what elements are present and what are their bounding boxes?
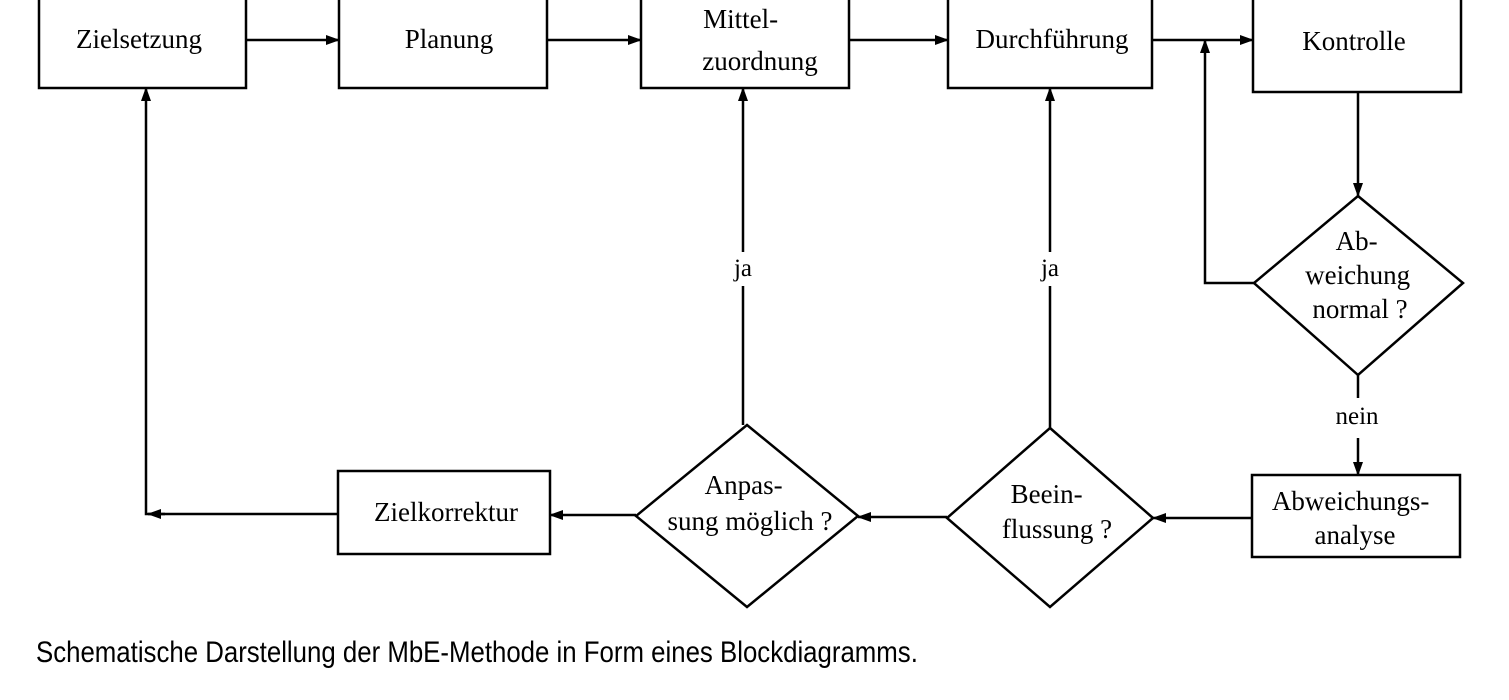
edge-label-nein: nein [1335, 403, 1379, 430]
mbe-block-diagram: Zielsetzung Planung Mittel- zuordnung Du… [37, 0, 1465, 609]
edge-label-ja-beeinflussung: ja [1040, 255, 1059, 282]
abweichung-normal-label: Ab- weichung normal ? [1305, 226, 1417, 324]
anpassung-diamond [634, 423, 860, 609]
edge-zielkorrektur-zielsetzung [141, 87, 338, 516]
beeinflussung-diamond [945, 426, 1155, 609]
planung-label: Planung [405, 24, 494, 54]
kontrolle-label: Kontrolle [1302, 26, 1405, 56]
edge-abweichung-normal-loop [1200, 39, 1254, 285]
abweichungsanalyse-label: Abweichungs- analyse [1272, 486, 1436, 550]
zielkorrektur-label: Zielkorrektur [374, 497, 518, 527]
edge-label-ja-anpassung: ja [733, 255, 752, 282]
mittelzuordnung-label: Mittel- zuordnung [702, 4, 817, 76]
durchfuehrung-label: Durchführung [976, 24, 1129, 54]
anpassung-label: Anpas- sung möglich ? [668, 470, 833, 536]
figure-caption: Schematische Darstellung der MbE-Methode… [36, 636, 918, 669]
beeinflussung-label: Beein- flussung ? [1002, 479, 1112, 544]
zielsetzung-label: Zielsetzung [76, 24, 202, 54]
